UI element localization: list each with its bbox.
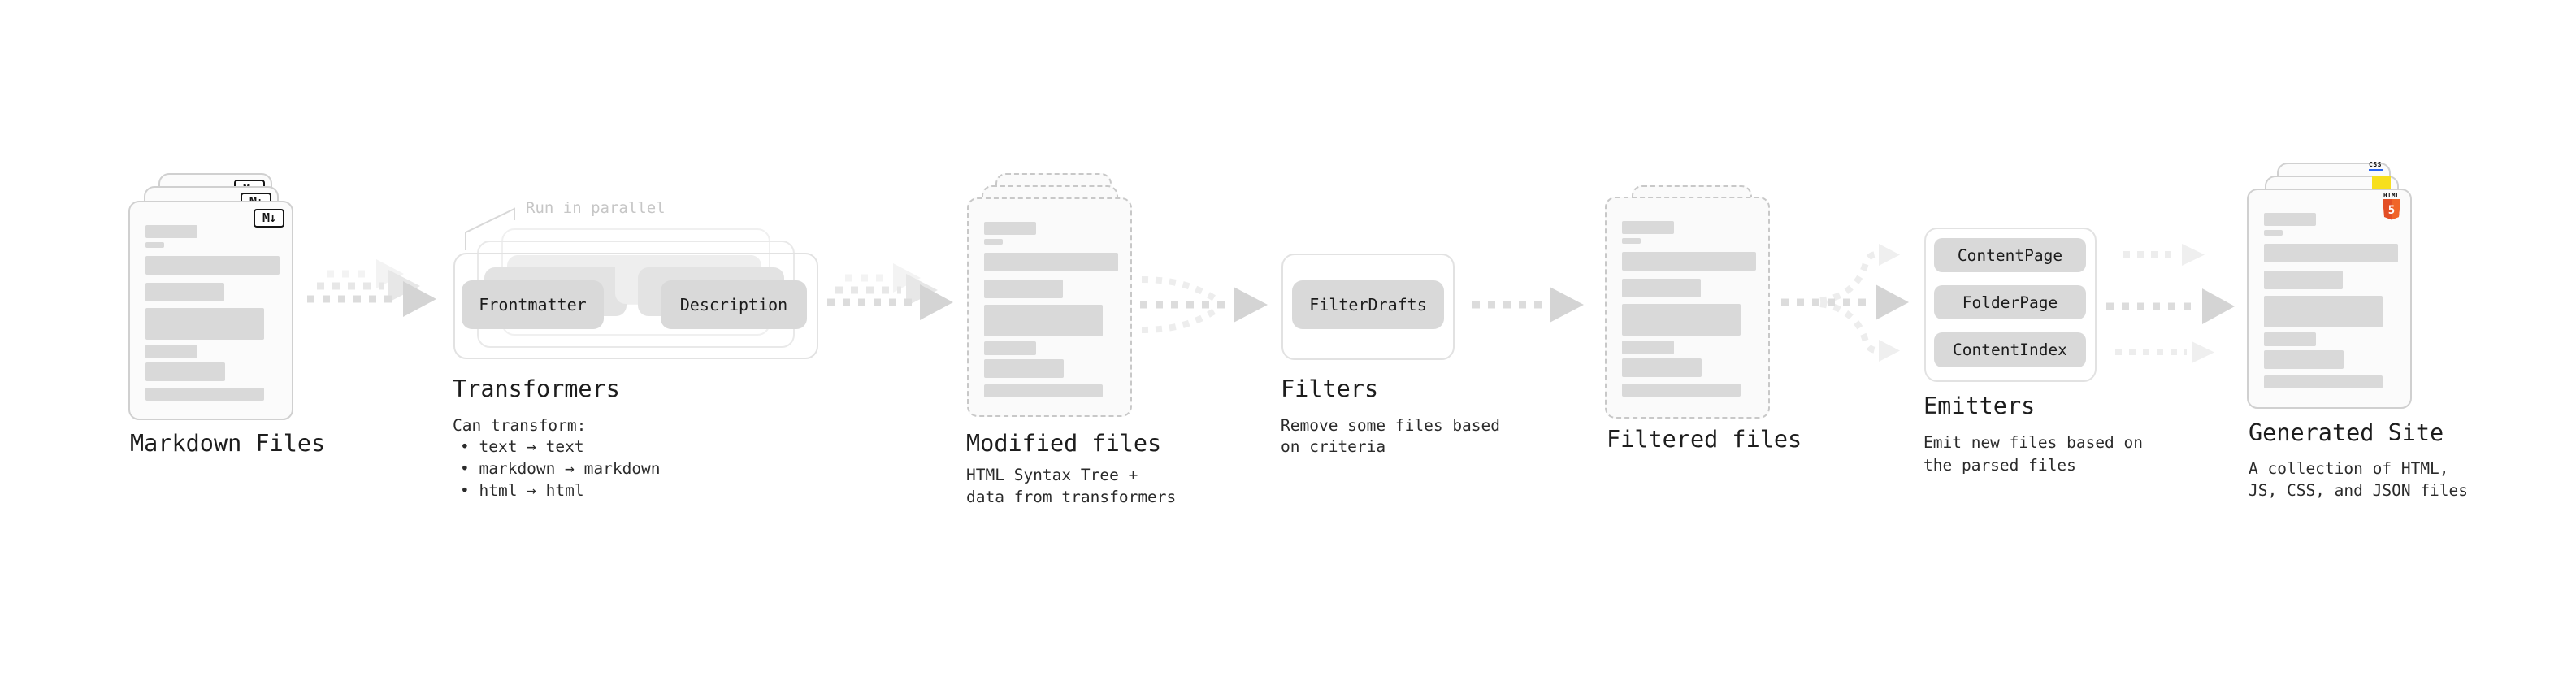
filtered-file-card — [1605, 197, 1770, 419]
html5-icon: HTML 5 — [2382, 192, 2401, 225]
markdown-file-card: M↓ — [128, 201, 293, 420]
text-placeholder-bar — [1622, 304, 1741, 336]
text-placeholder-bar — [984, 384, 1103, 397]
text-placeholder-bar — [1622, 279, 1701, 297]
generated-site-desc: JS, CSS, and JSON files — [2249, 481, 2469, 500]
modified-files-desc: data from transformers — [966, 488, 1177, 506]
text-placeholder-bar — [2264, 271, 2343, 289]
text-placeholder-bar — [145, 362, 225, 381]
text-placeholder-bar — [984, 239, 1003, 245]
transformers-desc-title: Can transform: — [453, 416, 587, 435]
transformers-desc-bullet: • html → html — [460, 481, 584, 500]
text-placeholder-bar — [1622, 252, 1756, 271]
description-chip: Description — [661, 280, 807, 329]
text-placeholder-bar — [2264, 350, 2344, 369]
filters-heading: Filters — [1281, 375, 1379, 402]
text-placeholder-bar — [984, 359, 1064, 378]
text-placeholder-bar — [1622, 340, 1674, 354]
filters-desc: on criteria — [1281, 437, 1386, 456]
emitters-desc: Emit new files based on — [1923, 433, 2144, 452]
text-placeholder-bar — [984, 222, 1036, 235]
text-placeholder-bar — [984, 280, 1063, 298]
text-placeholder-bar — [145, 225, 197, 238]
transformers-desc-bullet: • markdown → markdown — [460, 459, 661, 478]
text-placeholder-bar — [145, 283, 224, 301]
contentpage-chip: ContentPage — [1934, 238, 2086, 272]
text-placeholder-bar — [1622, 238, 1641, 244]
text-placeholder-bar — [145, 242, 164, 248]
modified-files-desc: HTML Syntax Tree + — [966, 466, 1138, 484]
arrow-markdown-to-transformers — [307, 259, 436, 317]
text-placeholder-bar — [145, 308, 264, 340]
css-blue-underline — [2368, 169, 2383, 171]
text-placeholder-bar — [2264, 375, 2383, 388]
markdown-files-label: Markdown Files — [130, 430, 326, 457]
generated-site-desc: A collection of HTML, — [2249, 459, 2449, 478]
text-placeholder-bar — [1622, 221, 1674, 234]
folderpage-chip: FolderPage — [1934, 285, 2086, 319]
transformer-container — [453, 253, 818, 359]
filterdrafts-chip: FilterDrafts — [1292, 280, 1444, 329]
markdown-icon: M↓ — [254, 209, 284, 228]
document-text-placeholders — [130, 202, 292, 419]
text-placeholder-bar — [2264, 332, 2316, 346]
text-placeholder-bar — [984, 253, 1118, 271]
transformers-heading: Transformers — [453, 375, 620, 402]
modified-files-label: Modified files — [966, 430, 1162, 457]
text-placeholder-bar — [984, 341, 1036, 355]
text-placeholder-bar — [2264, 244, 2398, 262]
modified-file-card — [967, 197, 1132, 417]
emitters-heading: Emitters — [1923, 393, 2036, 419]
document-text-placeholders — [969, 199, 1130, 415]
run-in-parallel-note: Run in parallel — [526, 199, 666, 217]
filtered-files-label: Filtered files — [1607, 426, 1802, 453]
document-text-placeholders — [2249, 190, 2410, 407]
svg-text:5: 5 — [2388, 204, 2395, 217]
document-text-placeholders — [1607, 198, 1768, 417]
arrow-modified-to-filters — [1140, 276, 1268, 333]
text-placeholder-bar — [2264, 230, 2283, 236]
transformers-desc-bullet: • text → text — [460, 437, 584, 456]
frontmatter-chip: Frontmatter — [462, 280, 604, 329]
contentindex-chip: ContentIndex — [1934, 332, 2086, 367]
text-placeholder-bar — [145, 256, 280, 275]
arrow-transformers-to-modified — [827, 263, 953, 320]
text-placeholder-bar — [145, 388, 264, 401]
text-placeholder-bar — [2264, 296, 2383, 327]
arrow-filtered-to-emitters — [1781, 244, 1909, 362]
text-placeholder-bar — [145, 345, 197, 358]
generated-html-file-card — [2247, 189, 2412, 409]
emitters-desc: the parsed files — [1923, 456, 2076, 475]
js-file-icon — [2372, 176, 2391, 189]
arrow-emitters-to-generated — [2106, 244, 2235, 363]
text-placeholder-bar — [1622, 358, 1702, 377]
generated-site-label: Generated Site — [2249, 419, 2444, 446]
text-placeholder-bar — [984, 305, 1103, 336]
filters-desc: Remove some files based — [1281, 416, 1501, 435]
html5-shield: 5 — [2383, 199, 2400, 220]
emitters-container — [1924, 228, 2097, 382]
filters-container — [1281, 254, 1455, 360]
arrow-filters-to-filtered — [1472, 287, 1584, 323]
text-placeholder-bar — [2264, 213, 2316, 226]
css-file-icon: CSS — [2367, 162, 2383, 171]
text-placeholder-bar — [1622, 384, 1741, 397]
